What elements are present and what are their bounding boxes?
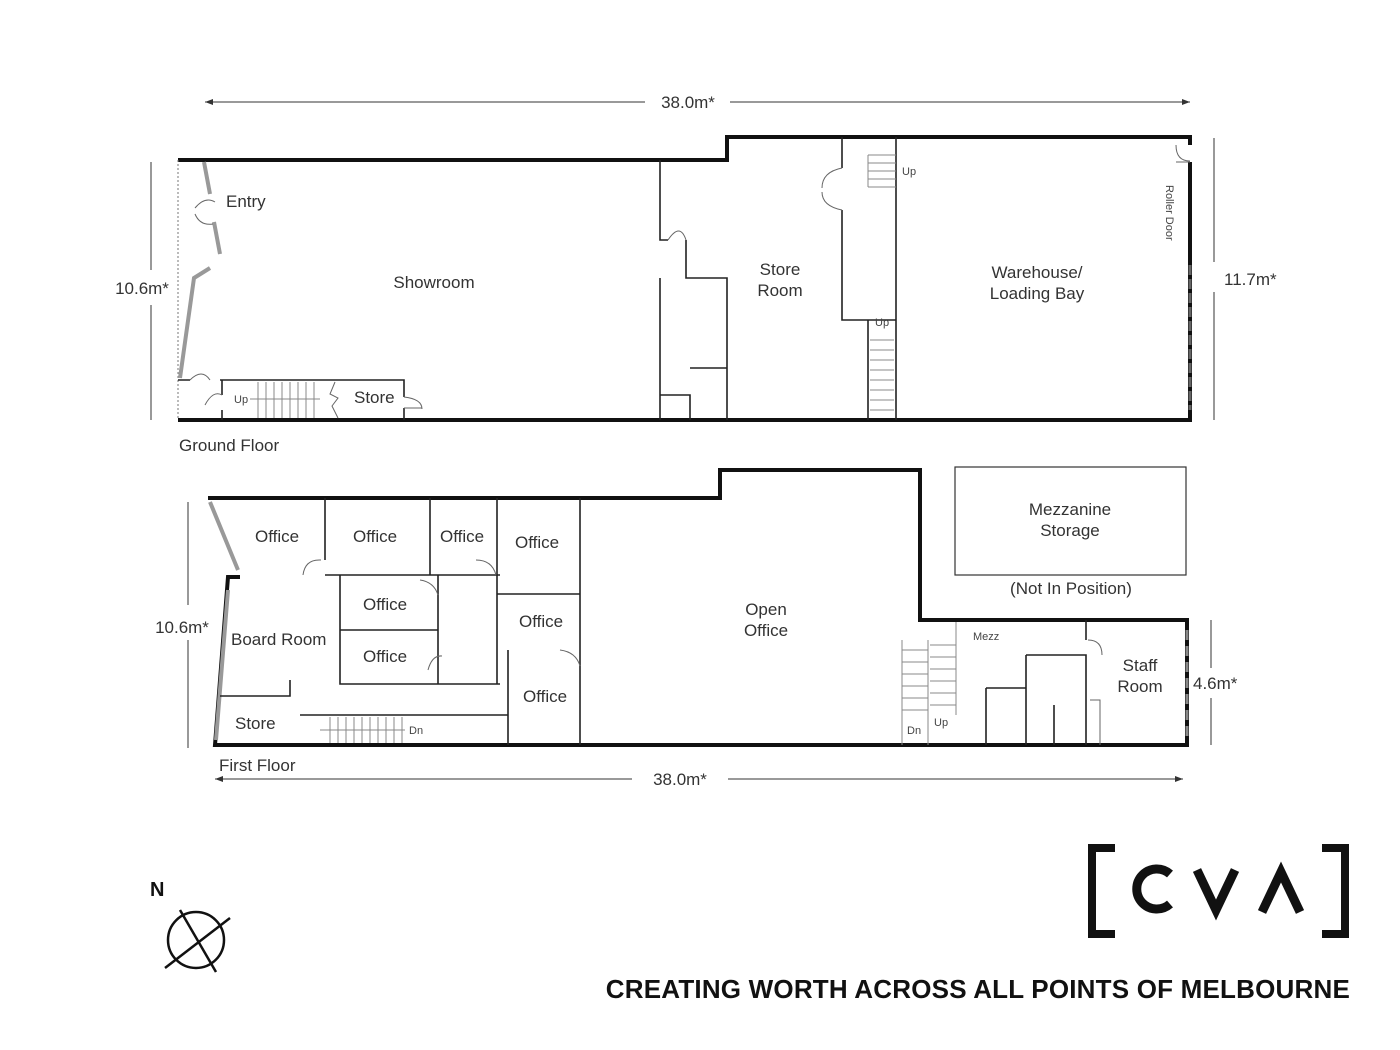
svg-text:N: N [150, 879, 164, 901]
ground-floor-title: Ground Floor [179, 436, 279, 455]
room-entry: Entry [226, 192, 266, 211]
svg-text:Mezzanine: Mezzanine [1029, 500, 1111, 519]
svg-text:Office: Office [523, 687, 567, 706]
first-floor-title: First Floor [219, 756, 296, 775]
svg-text:Staff: Staff [1123, 656, 1158, 675]
room-store: Store [354, 388, 395, 407]
first-dimensions: 10.6m* 4.6m* 38.0m* [155, 502, 1238, 789]
svg-text:Up: Up [875, 317, 889, 329]
svg-text:Store: Store [760, 260, 801, 279]
svg-text:11.7m*: 11.7m* [1224, 270, 1277, 289]
svg-text:Office: Office [255, 527, 299, 546]
svg-text:38.0m*: 38.0m* [661, 93, 715, 112]
svg-text:Up: Up [934, 717, 948, 729]
svg-text:Open: Open [745, 600, 787, 619]
svg-text:Office: Office [440, 527, 484, 546]
svg-text:4.6m*: 4.6m* [1193, 674, 1238, 693]
svg-text:Store: Store [235, 714, 276, 733]
svg-text:Room: Room [1117, 677, 1162, 696]
svg-text:Mezz: Mezz [973, 631, 999, 643]
north-compass-icon: N [150, 879, 231, 973]
svg-text:Office: Office [363, 647, 407, 666]
ground-width-dimension: 38.0m* [205, 93, 1190, 112]
room-showroom: Showroom [393, 273, 474, 292]
svg-text:Loading Bay: Loading Bay [990, 284, 1085, 303]
svg-text:Room: Room [757, 281, 802, 300]
svg-text:Office: Office [744, 621, 788, 640]
svg-text:Office: Office [519, 612, 563, 631]
svg-text:Roller Door: Roller Door [1163, 185, 1175, 241]
svg-text:Board Room: Board Room [231, 630, 326, 649]
ground-left-dimension: 10.6m* [115, 162, 169, 420]
svg-text:Dn: Dn [907, 725, 921, 737]
cva-logo [1088, 844, 1349, 938]
svg-text:Storage: Storage [1040, 521, 1100, 540]
svg-text:Office: Office [363, 595, 407, 614]
svg-text:10.6m*: 10.6m* [115, 279, 169, 298]
svg-text:Warehouse/: Warehouse/ [991, 263, 1082, 282]
svg-text:Dn: Dn [409, 725, 423, 737]
svg-text:38.0m*: 38.0m* [653, 770, 707, 789]
ground-right-dimension: 11.7m* [1213, 138, 1277, 420]
svg-text:Up: Up [234, 394, 248, 406]
svg-text:(Not In Position): (Not In Position) [1010, 579, 1132, 598]
svg-text:Office: Office [515, 533, 559, 552]
svg-text:10.6m*: 10.6m* [155, 618, 209, 637]
svg-text:Office: Office [353, 527, 397, 546]
brand-tagline: CREATING WORTH ACROSS ALL POINTS OF MELB… [605, 974, 1350, 1004]
ground-floor-plan: Entry Showroom Store Store Room Warehous… [177, 135, 1192, 455]
mezzanine-storage [954, 466, 1187, 576]
svg-text:Up: Up [902, 166, 916, 178]
first-floor-plan: Office Office Office Office Office Offic… [208, 466, 1189, 775]
